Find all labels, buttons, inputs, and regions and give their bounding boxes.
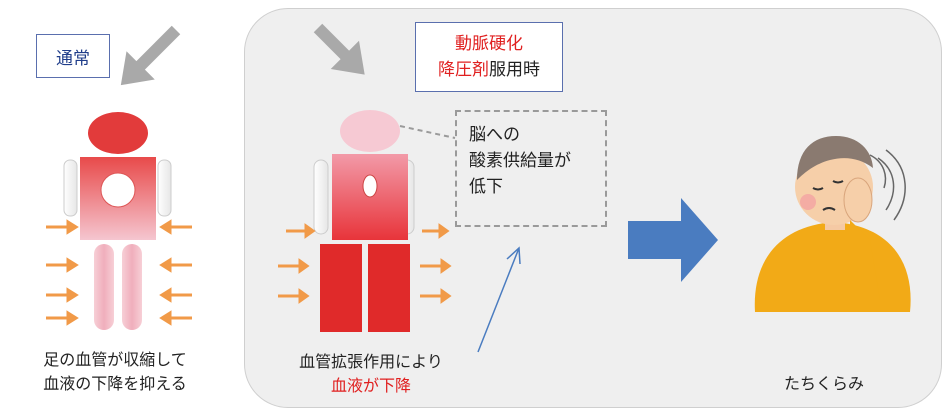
- blood-pointer-arrow: [477, 246, 521, 353]
- caption-normal-line1: 足の血管が収縮して: [43, 350, 187, 369]
- dizzy-person-illustration: [754, 136, 911, 312]
- condition-line2: 降圧剤服用時: [438, 57, 540, 83]
- callout-line2: 酸素供給量が: [469, 151, 571, 171]
- condition-line1: 動脈硬化: [455, 34, 523, 54]
- gray-arrow-left: [120, 25, 181, 86]
- callout-line3: 低下: [469, 177, 503, 197]
- body-figure-normal: [46, 112, 192, 330]
- caption-medicated: 血管拡張作用により 血液が下降: [262, 350, 480, 398]
- body-figure-medicated: [278, 110, 456, 332]
- condition-label: 動脈硬化 降圧剤服用時: [415, 22, 563, 92]
- normal-label: 通常: [36, 34, 110, 78]
- oxygen-callout: 脳への 酸素供給量が 低下: [455, 110, 607, 227]
- gray-arrow-middle: [313, 23, 365, 75]
- caption-normal-line2: 血液の下降を抑える: [43, 374, 187, 393]
- caption-dizziness: たちくらみ: [783, 374, 864, 393]
- result-arrow: [628, 198, 718, 282]
- caption-medicated-line1: 血管拡張作用により: [299, 352, 443, 371]
- condition-drug: 降圧剤: [438, 60, 489, 80]
- caption-medicated-line2: 血液が下降: [330, 376, 411, 395]
- callout-line1: 脳への: [469, 125, 520, 145]
- caption-normal: 足の血管が収縮して 血液の下降を抑える: [8, 348, 222, 396]
- condition-suffix: 服用時: [489, 60, 540, 80]
